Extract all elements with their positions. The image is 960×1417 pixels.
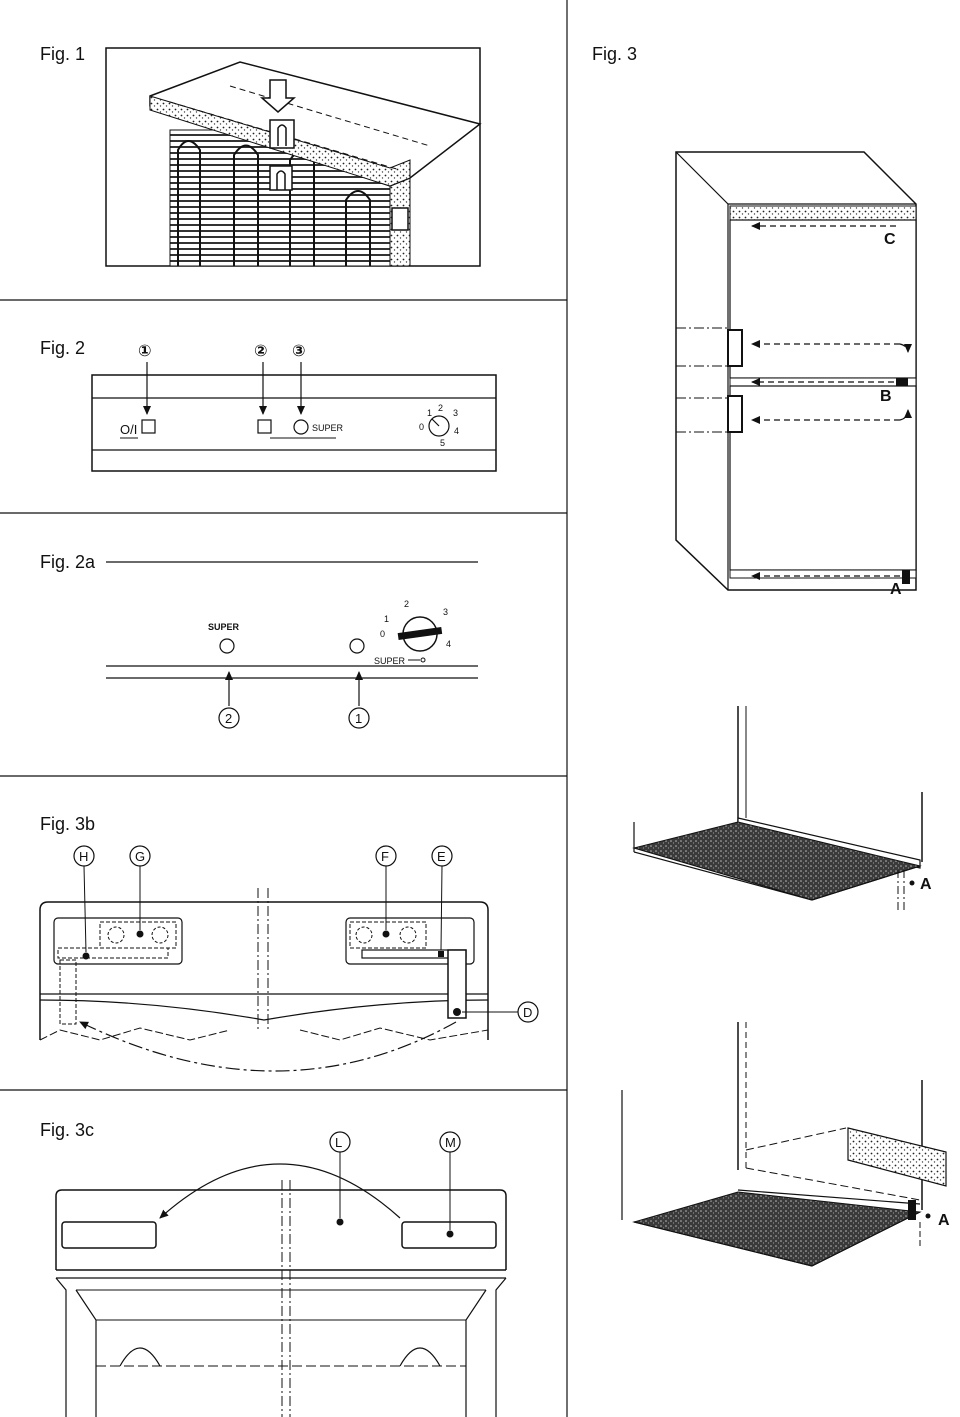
- dial-tick-0: 0: [419, 422, 424, 432]
- fig3b-label-h: H: [79, 849, 88, 864]
- fig3b-label-g: G: [135, 849, 145, 864]
- fig3b-door-hinge-drawing: H G F E D: [39, 845, 539, 1072]
- fig3b-label-e: E: [437, 849, 446, 864]
- detail-lower-label-a: A: [938, 1212, 950, 1229]
- fig2a-callout-1: 1: [355, 711, 362, 726]
- section-dividers: [0, 0, 568, 1417]
- fig2a-super-button: [219, 638, 235, 654]
- fig3-label: Fig. 3: [592, 44, 638, 64]
- fig2a-label: Fig. 2a: [40, 552, 96, 572]
- fig2-label: Fig. 2: [40, 338, 86, 358]
- fig2a-dial-tick-0: 0: [380, 629, 385, 639]
- fig1-drawing: [105, 47, 482, 267]
- power-switch-label: O/I: [120, 422, 137, 437]
- super-label: SUPER: [312, 423, 344, 433]
- dial-tick-1: 1: [427, 408, 432, 418]
- fig3-label-c: C: [884, 231, 896, 248]
- fig2-control-panel: ① ② ③ O/I SUPER 0 1 2 3 4 5: [91, 343, 497, 472]
- fig3-label-a: A: [890, 581, 902, 598]
- fig3b-label: Fig. 3b: [40, 814, 96, 834]
- indicator-square: [257, 419, 272, 434]
- fig2-callout-3: ③: [292, 343, 306, 360]
- dial-tick-3: 3: [453, 408, 458, 418]
- fig3b-label-d: D: [523, 1005, 532, 1020]
- dial-tick-5: 5: [440, 438, 445, 448]
- fig3-fridge-drawing: C B A: [675, 151, 917, 598]
- fig3-label-b: B: [880, 388, 892, 405]
- detail-upper-label-a: A: [920, 876, 932, 893]
- fig3b-label-f: F: [381, 849, 389, 864]
- fig2a-callout-2: 2: [225, 711, 232, 726]
- fig3c-label-l: L: [335, 1135, 342, 1150]
- fig2-callout-1: ①: [138, 343, 152, 360]
- fig1-label: Fig. 1: [40, 44, 86, 64]
- fig2a-dial-tick-4: 4: [446, 639, 451, 649]
- super-button: [293, 419, 309, 435]
- fig2a-dial-tick-2: 2: [404, 599, 409, 609]
- fig2a-indicator: [349, 638, 365, 654]
- fig3c-door-top-drawing: L M: [55, 1131, 507, 1417]
- fig2a-control-panel: SUPER 0 1 2 3 4 SUPER 2 1: [106, 561, 478, 729]
- dial-tick-4: 4: [454, 426, 459, 436]
- fig3c-label-m: M: [445, 1135, 456, 1150]
- fig2a-dial-super-label: SUPER: [374, 656, 406, 666]
- power-switch: [141, 419, 156, 434]
- fig2a-dial-tick-1: 1: [384, 614, 389, 624]
- fig2-callout-2: ②: [254, 343, 268, 360]
- plinth-detail-upper: A: [632, 706, 932, 912]
- fig3c-label: Fig. 3c: [40, 1120, 95, 1140]
- fig2a-super-label: SUPER: [208, 622, 240, 632]
- dial-tick-2: 2: [438, 403, 443, 413]
- plinth-detail-lower: A: [621, 1022, 950, 1267]
- fig2a-dial-tick-3: 3: [443, 607, 448, 617]
